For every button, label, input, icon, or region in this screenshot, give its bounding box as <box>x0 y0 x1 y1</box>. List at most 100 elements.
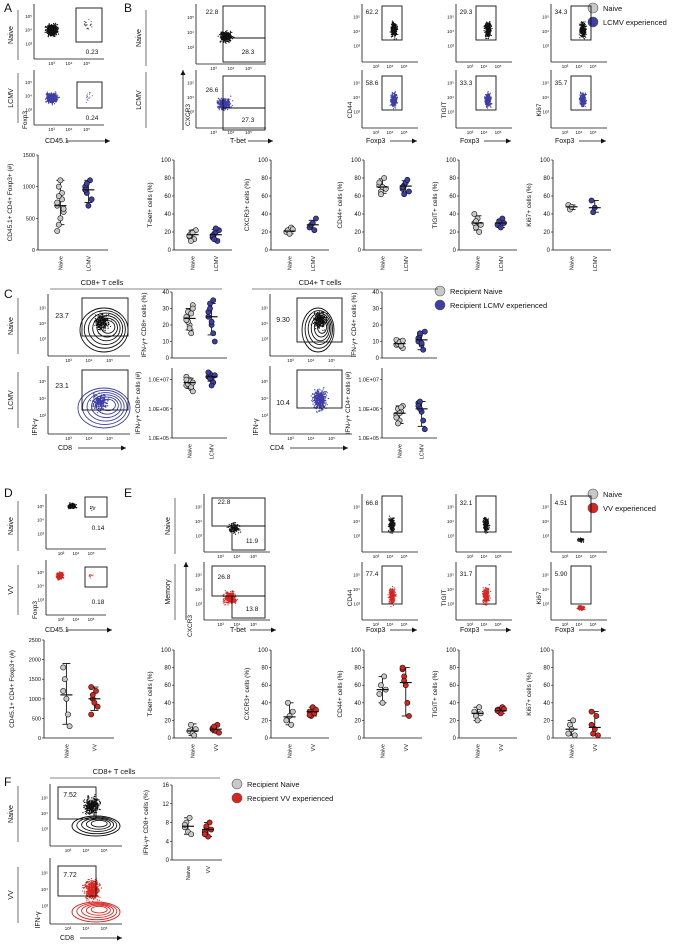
dotplot-A_count-point <box>55 193 62 200</box>
flow-b-cd44-lcmv-xtick: 10³ <box>373 130 380 135</box>
flow-c-cd8-lcmv-cloud-event <box>100 408 102 410</box>
flow-c-cd8-lcmv-cloud-event <box>97 403 100 406</box>
flow-b-tigit-lcmv-cloud-event <box>490 97 492 99</box>
flow-c-cd4-lcmv-ytick: 10³ <box>261 413 268 418</box>
flow-b-cxcr3-lcmv-cloud-event <box>220 101 222 104</box>
flow-b-ki67-naive-cloud-event <box>581 28 583 30</box>
flow-c-cd4-naive-value: 9.30 <box>276 317 290 324</box>
flow-a-lcmv-gate-cloud-event <box>90 92 92 94</box>
flow-b-cxcr3-lcmv-cloud-event <box>221 99 223 101</box>
dotplot-B_cd44-xtick-label: LCMV <box>404 256 410 272</box>
flow-a-lcmv-cloud-event <box>51 93 53 95</box>
flow-c-cd8-naive-cloud-event <box>97 326 99 329</box>
flow-b-cd44-lcmv-ytick: 10³ <box>353 110 360 115</box>
flow-a-naive-ytick: 10⁴ <box>25 28 32 33</box>
flow-a-naive-cloud-event <box>54 34 56 36</box>
flow-a-lcmv-cloud-event <box>55 96 57 98</box>
flow-b-ki67-lcmv-cloud-event <box>584 105 586 107</box>
dotplot-B_cd44-point <box>376 179 383 186</box>
flow-c-cd8-naive-cloud-event <box>98 315 100 317</box>
flow-c-cd8-lcmv-ytick: 10³ <box>39 413 46 418</box>
flow-a-lcmv-xtick: 10⁵ <box>83 127 90 132</box>
flow-b-cxcr3-naive-cloud-event <box>221 33 223 35</box>
flow-a-naive-cloud-event <box>50 33 52 35</box>
flow-b-ki67-naive-cloud-event <box>585 33 587 35</box>
flow-c-cd4-naive-cloud-event <box>317 318 319 320</box>
flow-b-ki67-lcmv-cloud-event <box>583 95 585 98</box>
dotplot-B_ki67-ytick-label: 80 <box>543 176 550 182</box>
flow-c-cd4-naive-cloud-event <box>324 319 326 321</box>
flow-a-naive-cloud-event <box>57 30 59 32</box>
flow-c-cd8-lcmv-cloud-event <box>102 404 104 406</box>
flow-c-cd4-naive-cloud-event <box>322 319 324 321</box>
dotplot-B_cd44-point <box>378 191 384 198</box>
dotplot-A_count-point <box>55 221 62 228</box>
flow-c-cd4-naive-cloud-event <box>315 324 317 326</box>
dotplot-A_count-ylabel: CD45.1+ CD4+ Foxp3+ (#) <box>7 164 14 242</box>
flow-b-cxcr3-lcmv-cloud-event <box>218 98 220 100</box>
axis-b-tbet: T-bet <box>230 138 246 145</box>
flow-b-cd44-lcmv-cloud-event <box>395 97 398 100</box>
flow-a-naive-cloud-event <box>57 28 60 30</box>
flow-a-naive-gate-cloud-event <box>90 23 92 25</box>
flow-c-cd8-lcmv-cloud-event <box>107 400 109 402</box>
flow-b-ki67-naive-cloud-event <box>580 21 582 24</box>
flow-b-ki67-naive-cloud-event <box>584 29 587 31</box>
flow-b-ki67-lcmv-cloud-event <box>580 91 582 93</box>
panel-letter-d: D <box>4 486 13 500</box>
flow-b-tigit-naive-cloud-event <box>483 26 485 28</box>
dotplot-B_tigit-ytick-label: 0 <box>453 248 457 254</box>
arrow-a-x-head <box>105 138 110 144</box>
dotplot-B_cd44-ytick-label: 20 <box>354 230 361 236</box>
flow-b-cxcr3-lcmv-ytick: 10⁵ <box>187 81 194 86</box>
flow-c-cd8-lcmv-cloud-event <box>95 403 98 405</box>
flow-b-cxcr3-lcmv-tl: 26.6 <box>206 87 219 94</box>
flow-b-cd44-lcmv-cloud-event <box>391 100 393 102</box>
flow-b-cxcr3-naive-cloud-event <box>226 38 228 40</box>
flow-a-lcmv-cloud-event <box>49 92 51 94</box>
flow-a-lcmv-xtick: 10³ <box>48 127 55 132</box>
flow-a-lcmv-cloud-event <box>53 103 56 105</box>
flow-c-cd8-naive-cloud-event <box>99 318 101 320</box>
flow-b-tigit-lcmv-cloud-event <box>484 96 486 98</box>
dotplot-B_tbet-point <box>211 236 218 243</box>
flow-c-cd8-lcmv-cloud-event <box>102 400 104 402</box>
dotplot-B_cd44-ylabel: CD44+ cells (%) <box>337 181 344 228</box>
flow-c-cd8-lcmv-contour-ring <box>77 387 131 429</box>
flow-c-cd4-naive-cloud-event <box>322 313 325 315</box>
flow-b-tigit-naive-cloud-event <box>489 31 491 33</box>
flow-b-cxcr3-naive-cloud-event <box>229 32 231 34</box>
flow-b-cxcr3-lcmv-cloud-event <box>224 105 226 107</box>
flow-b-cd44-lcmv-cloud-event <box>392 105 394 107</box>
flow-b-cxcr3-naive-xtick: 10³ <box>210 66 217 71</box>
dotplot-B_tigit-ytick-label: 40 <box>449 212 456 218</box>
flow-b-tigit-naive-cloud-event <box>489 34 492 36</box>
flow-c-cd8-lcmv-cloud-event <box>106 398 109 401</box>
flow-b-tigit-naive-cloud <box>483 21 493 40</box>
flow-b-cd44-lcmv-cloud-event <box>391 101 393 104</box>
flow-b-cd44-lcmv-cloud-event <box>389 99 392 101</box>
flow-b-tigit-naive-cloud-event <box>485 25 488 27</box>
dotplot-B_tbet-ytick-label: 60 <box>164 194 171 200</box>
flow-b-ki67-lcmv-cloud <box>578 91 588 108</box>
flow-b-tigit-naive-cloud-event <box>484 31 486 33</box>
flow-c-cd8-naive-cloud-event <box>99 311 101 313</box>
flow-b-cd44-lcmv-cloud-event <box>395 107 397 109</box>
flow-c-cd4-lcmv-xtick: 10⁵ <box>328 436 335 441</box>
dotplot-B_ki67-ytick-label: 100 <box>540 158 551 164</box>
flow-b-cd44-lcmv-cloud-event <box>394 94 396 97</box>
flow-b-tigit-naive-cloud-event <box>489 27 491 29</box>
flow-a-naive-gate-cloud-event <box>86 24 88 26</box>
flow-c-cd8-naive-cloud-event <box>98 328 100 331</box>
dotplot-A_count-point <box>54 199 61 206</box>
flow-c-cd8-naive-cloud-event <box>94 319 96 321</box>
flow-b-ki67-lcmv-cloud-event <box>583 102 585 104</box>
flow-b-ki67-naive-cloud-event <box>580 30 582 32</box>
flow-b-cd44-lcmv-cloud-event <box>395 100 398 102</box>
flow-a-lcmv-cloud-event <box>47 93 49 95</box>
flow-b-ki67-naive-cloud-event <box>584 27 587 29</box>
flow-a-lcmv-gate-cloud-event <box>87 97 89 99</box>
flow-b-cd44-yaxis-label: CD44 <box>347 101 354 118</box>
flow-b-tigit-naive-cloud-event <box>485 37 487 39</box>
flow-c-cd8-naive-cloud-event <box>105 315 108 317</box>
